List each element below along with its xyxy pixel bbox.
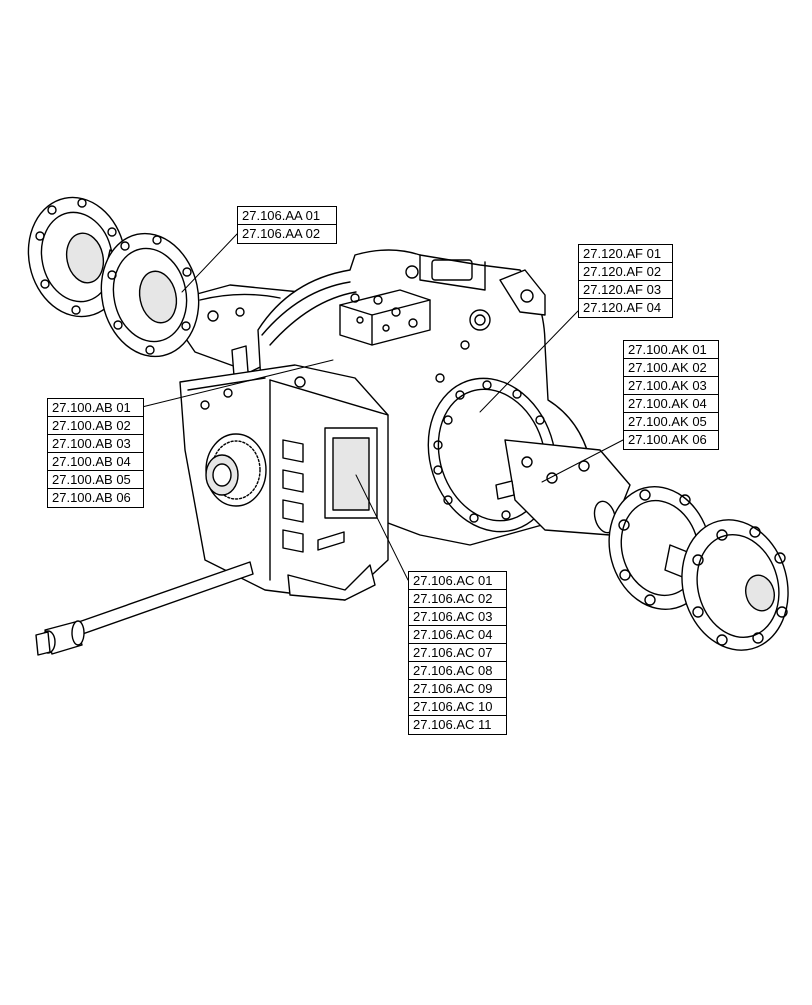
callout-label[interactable]: 27.106.AC 08 [409,662,506,680]
control-valve-block [339,289,431,346]
callout-group-27-100-ab: 27.100.AB 01 27.100.AB 02 27.100.AB 03 2… [47,398,144,508]
callout-label[interactable]: 27.100.AB 04 [48,453,143,471]
callout-label[interactable]: 27.106.AC 09 [409,680,506,698]
callout-group-27-120-af: 27.120.AF 01 27.120.AF 02 27.120.AF 03 2… [578,244,673,318]
callout-label[interactable]: 27.100.AK 05 [624,413,718,431]
callout-label[interactable]: 27.100.AB 06 [52,490,131,505]
right-hub-outer [681,519,789,651]
callout-label[interactable]: 27.100.AB 01 [48,399,143,417]
callout-label[interactable]: 27.100.AB 02 [48,417,143,435]
callout-label[interactable]: 27.106.AC 11 [413,717,492,732]
drive-shaft [35,561,254,656]
callout-label[interactable]: 27.106.AA 01 [238,207,336,225]
callout-label[interactable]: 27.106.AC 02 [409,590,506,608]
callout-group-27-100-ak: 27.100.AK 01 27.100.AK 02 27.100.AK 03 2… [623,340,719,450]
callout-group-27-106-ac: 27.106.AC 01 27.106.AC 02 27.106.AC 03 2… [408,571,507,735]
callout-label[interactable]: 27.106.AC 04 [409,626,506,644]
callout-label[interactable]: 27.120.AF 03 [579,281,672,299]
front-gearbox-case [179,364,389,601]
pto-gear [205,433,267,507]
callout-group-27-106-aa: 27.106.AA 01 27.106.AA 02 [237,206,337,244]
left-hub-inner [100,232,200,358]
callout-label[interactable]: 27.120.AF 02 [579,263,672,281]
callout-label[interactable]: 27.100.AK 03 [624,377,718,395]
callout-label[interactable]: 27.120.AF 04 [583,300,662,315]
callout-label[interactable]: 27.100.AK 02 [624,359,718,377]
callout-label[interactable]: 27.106.AA 02 [242,226,321,241]
callout-label[interactable]: 27.100.AK 04 [624,395,718,413]
leader-lines [141,233,624,581]
callout-label[interactable]: 27.106.AC 07 [409,644,506,662]
callout-label[interactable]: 27.106.AC 03 [409,608,506,626]
callout-label[interactable]: 27.106.AC 10 [409,698,506,716]
callout-label[interactable]: 27.100.AB 05 [48,471,143,489]
callout-label[interactable]: 27.100.AB 03 [48,435,143,453]
callout-label[interactable]: 27.100.AK 06 [628,432,707,447]
callout-label[interactable]: 27.106.AC 01 [409,572,506,590]
callout-label[interactable]: 27.120.AF 01 [579,245,672,263]
callout-label[interactable]: 27.100.AK 01 [624,341,718,359]
